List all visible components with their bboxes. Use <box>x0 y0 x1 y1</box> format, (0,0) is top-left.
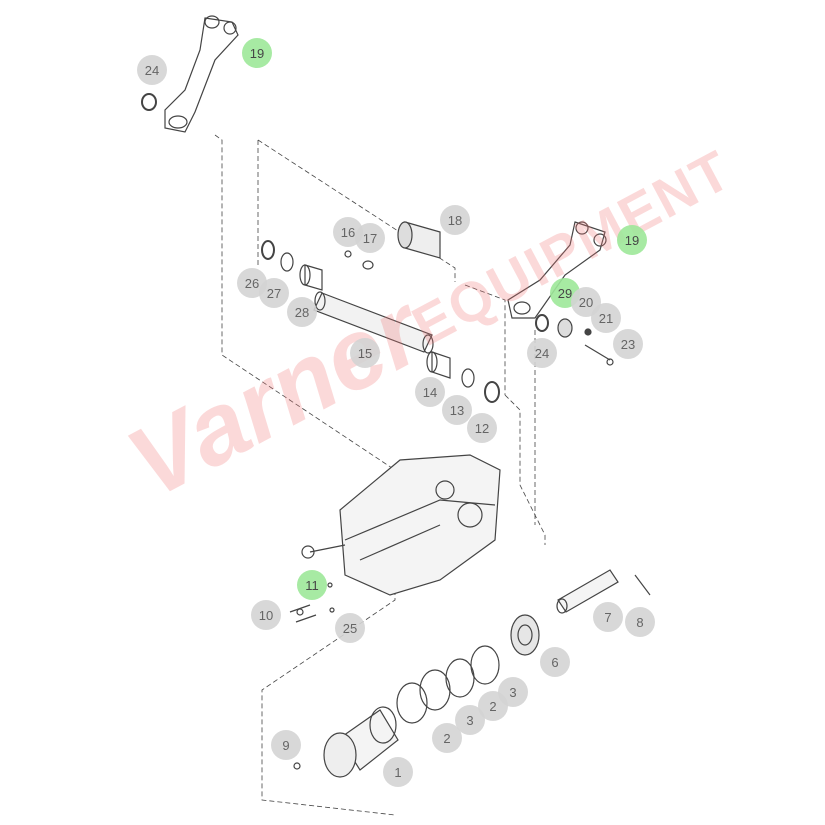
lift-cover-housing <box>339 454 501 596</box>
callout-part-27: 27 <box>259 278 289 308</box>
callout-part-13: 13 <box>442 395 472 425</box>
callout-part-21: 21 <box>591 303 621 333</box>
callout-part-14: 14 <box>415 377 445 407</box>
callout-part-19: 19 <box>242 38 272 68</box>
callout-part-7: 7 <box>593 602 623 632</box>
callout-part-11: 11 <box>297 570 327 600</box>
callout-part-28: 28 <box>287 297 317 327</box>
callout-part-2: 2 <box>432 723 462 753</box>
callout-part-8: 8 <box>625 607 655 637</box>
callout-part-10: 10 <box>251 600 281 630</box>
callout-part-18: 18 <box>440 205 470 235</box>
callout-part-20: 20 <box>571 287 601 317</box>
callout-part-1: 1 <box>383 757 413 787</box>
callout-part-25: 25 <box>335 613 365 643</box>
callout-part-9: 9 <box>271 730 301 760</box>
lift-arm-top <box>164 17 239 133</box>
callout-part-24: 24 <box>527 338 557 368</box>
callout-part-12: 12 <box>467 413 497 443</box>
callout-part-24: 24 <box>137 55 167 85</box>
callout-part-6: 6 <box>540 647 570 677</box>
callout-part-15: 15 <box>350 338 380 368</box>
callout-part-17: 17 <box>355 223 385 253</box>
callout-part-23: 23 <box>613 329 643 359</box>
callout-part-19: 19 <box>617 225 647 255</box>
